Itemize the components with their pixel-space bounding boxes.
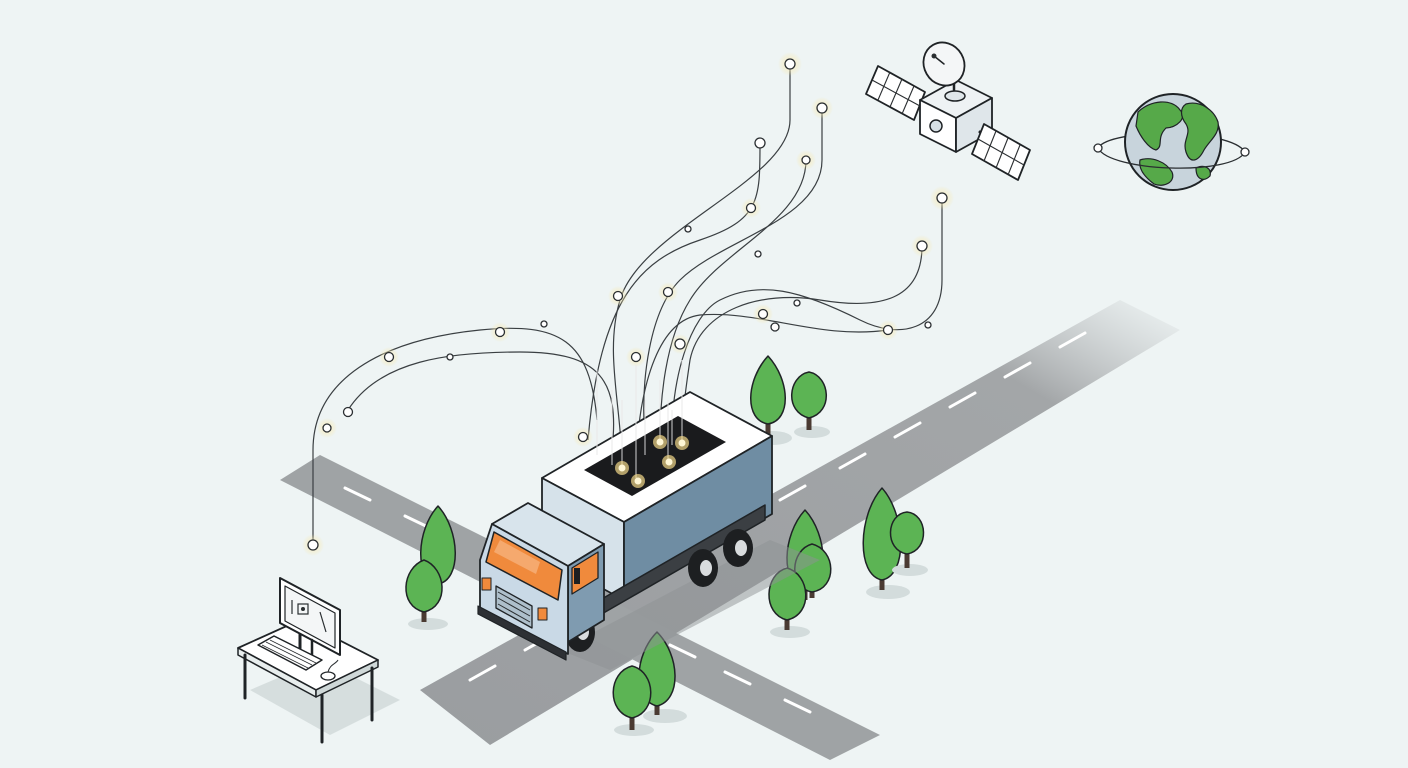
- continent: [1195, 165, 1211, 180]
- tree: [405, 559, 448, 630]
- signal-node: [778, 52, 802, 76]
- headlight: [481, 577, 492, 591]
- tree: [612, 665, 654, 736]
- continent: [1139, 158, 1174, 186]
- signal-node: [658, 282, 678, 302]
- trees: [405, 355, 928, 736]
- orbit-ring-front: [1097, 147, 1246, 169]
- signal-node: [573, 427, 593, 447]
- signal-node: [911, 235, 933, 257]
- tree: [862, 487, 910, 599]
- earth-globe: [1093, 93, 1250, 191]
- signal-node: [540, 320, 548, 328]
- signal-node: [379, 347, 399, 367]
- signal-node: [317, 418, 337, 438]
- data-path: [643, 108, 823, 441]
- signal-node: [626, 347, 646, 367]
- signal-node: [490, 322, 510, 342]
- signal-node: [878, 320, 898, 340]
- communication-satellite: [865, 41, 1031, 181]
- signal-node: [754, 137, 766, 149]
- data-path: [635, 313, 889, 461]
- signal-node: [741, 198, 761, 218]
- data-path: [587, 142, 761, 441]
- signal-node: [924, 321, 932, 329]
- data-path: [612, 64, 791, 461]
- tree: [889, 511, 928, 576]
- signal-node: [753, 304, 773, 324]
- signal-node: [793, 299, 801, 307]
- signal-nodes: [302, 52, 954, 556]
- signal-node: [796, 150, 816, 170]
- continent: [1135, 101, 1184, 151]
- continent: [1180, 102, 1219, 161]
- delivery-truck: [477, 391, 820, 670]
- iot-sensor-array: [584, 416, 726, 496]
- sensor-lights: [596, 360, 689, 488]
- data-paths: [312, 64, 943, 545]
- signal-node: [446, 353, 454, 361]
- road-lane-markings-ne: [468, 331, 1087, 682]
- signal-node: [684, 225, 692, 233]
- signal-node: [930, 186, 954, 210]
- keyboard: [257, 635, 323, 671]
- cargo-box-side: [623, 435, 773, 601]
- headlight: [537, 607, 548, 621]
- data-path: [659, 159, 807, 441]
- signal-node: [770, 322, 780, 332]
- signal-node: [342, 406, 354, 418]
- desktop-computer-workstation: [237, 577, 400, 744]
- signal-node: [608, 286, 628, 306]
- signal-node: [811, 97, 833, 119]
- mouse: [320, 671, 336, 681]
- tree: [791, 371, 830, 438]
- data-path-satellite: [671, 198, 943, 446]
- signal-node: [302, 534, 324, 556]
- signal-node: [670, 334, 690, 354]
- signal-node: [754, 250, 762, 258]
- data-path: [347, 351, 615, 451]
- data-path-workstation: [312, 327, 598, 545]
